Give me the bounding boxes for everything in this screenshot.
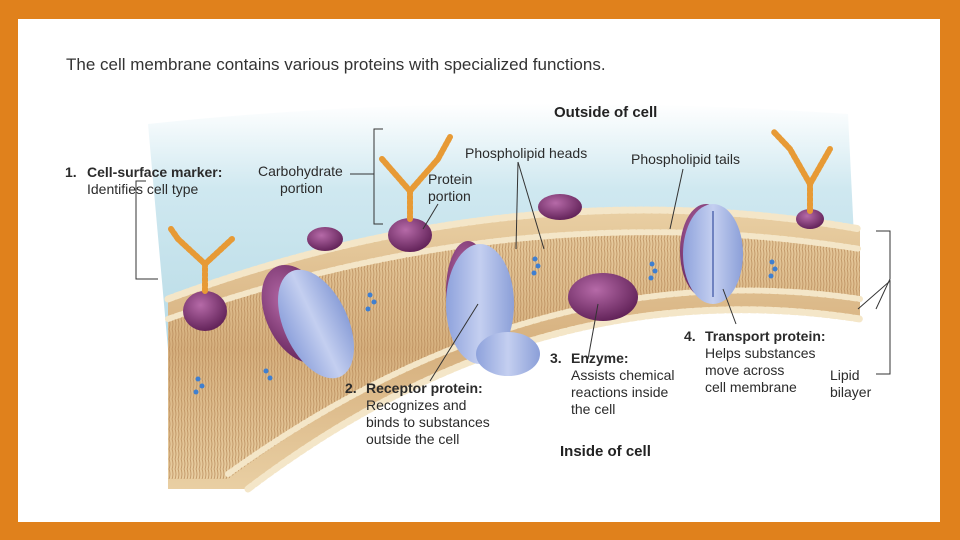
outer-phospholipid-heads <box>164 206 864 303</box>
protein-portion-label-line1: Protein <box>428 171 473 187</box>
outside-of-cell-label: Outside of cell <box>554 104 658 121</box>
lipid-bilayer-label-line1: Lipid <box>830 367 860 383</box>
transport-description-line2: move across <box>705 362 785 378</box>
marker-description: Identifies cell type <box>87 181 199 197</box>
receptor-description-line1: Recognizes and <box>366 397 467 413</box>
enzyme-description-line3: the cell <box>571 401 616 417</box>
lipid-bilayer-label-line2: bilayer <box>830 384 872 400</box>
transport-title: Transport protein: <box>705 328 826 344</box>
marker-protein-portion <box>796 209 824 229</box>
inside-of-cell-label: Inside of cell <box>560 443 651 460</box>
marker-protein-portion <box>183 291 227 331</box>
marker-number: 1. <box>65 164 77 180</box>
transport-description-line3: cell membrane <box>705 379 797 395</box>
enzyme-description-line2: reactions inside <box>571 384 669 400</box>
receptor-description-line3: outside the cell <box>366 431 460 447</box>
carbohydrate-label-line1: Carbohydrate <box>258 163 343 179</box>
cholesterol-marks <box>193 256 778 395</box>
carbohydrate-chain <box>168 226 235 294</box>
marker-title: Cell-surface marker: <box>87 164 223 180</box>
receptor-description-line2: binds to substances <box>366 414 490 430</box>
marker-protein-portion <box>388 218 432 252</box>
transport-protein <box>680 204 743 304</box>
phospholipid-tails-label: Phospholipid tails <box>631 151 740 167</box>
transport-number: 4. <box>684 328 696 344</box>
enzyme-protein <box>568 273 638 321</box>
integral-protein <box>261 264 354 379</box>
receptor-number: 2. <box>345 380 357 396</box>
receptor-protein <box>446 241 540 376</box>
surface-protein <box>538 194 582 220</box>
surface-protein <box>307 227 343 251</box>
carbohydrate-chain <box>770 128 833 214</box>
carbohydrate-label-line2: portion <box>280 180 323 196</box>
cell-membrane-diagram <box>135 103 891 493</box>
enzyme-title: Enzyme: <box>571 350 629 366</box>
protein-portion-label-line2: portion <box>428 188 471 204</box>
diagram-title: The cell membrane contains various prote… <box>66 55 606 74</box>
receptor-title: Receptor protein: <box>366 380 483 396</box>
carbohydrate-chain <box>379 134 453 222</box>
transport-description-line1: Helps substances <box>705 345 816 361</box>
enzyme-number: 3. <box>550 350 562 366</box>
inner-phospholipid-heads <box>244 306 864 493</box>
enzyme-description-line1: Assists chemical <box>571 367 675 383</box>
phospholipid-heads-label: Phospholipid heads <box>465 145 588 161</box>
leader-lines <box>135 128 891 382</box>
slide: The cell membrane contains various prote… <box>18 19 940 522</box>
